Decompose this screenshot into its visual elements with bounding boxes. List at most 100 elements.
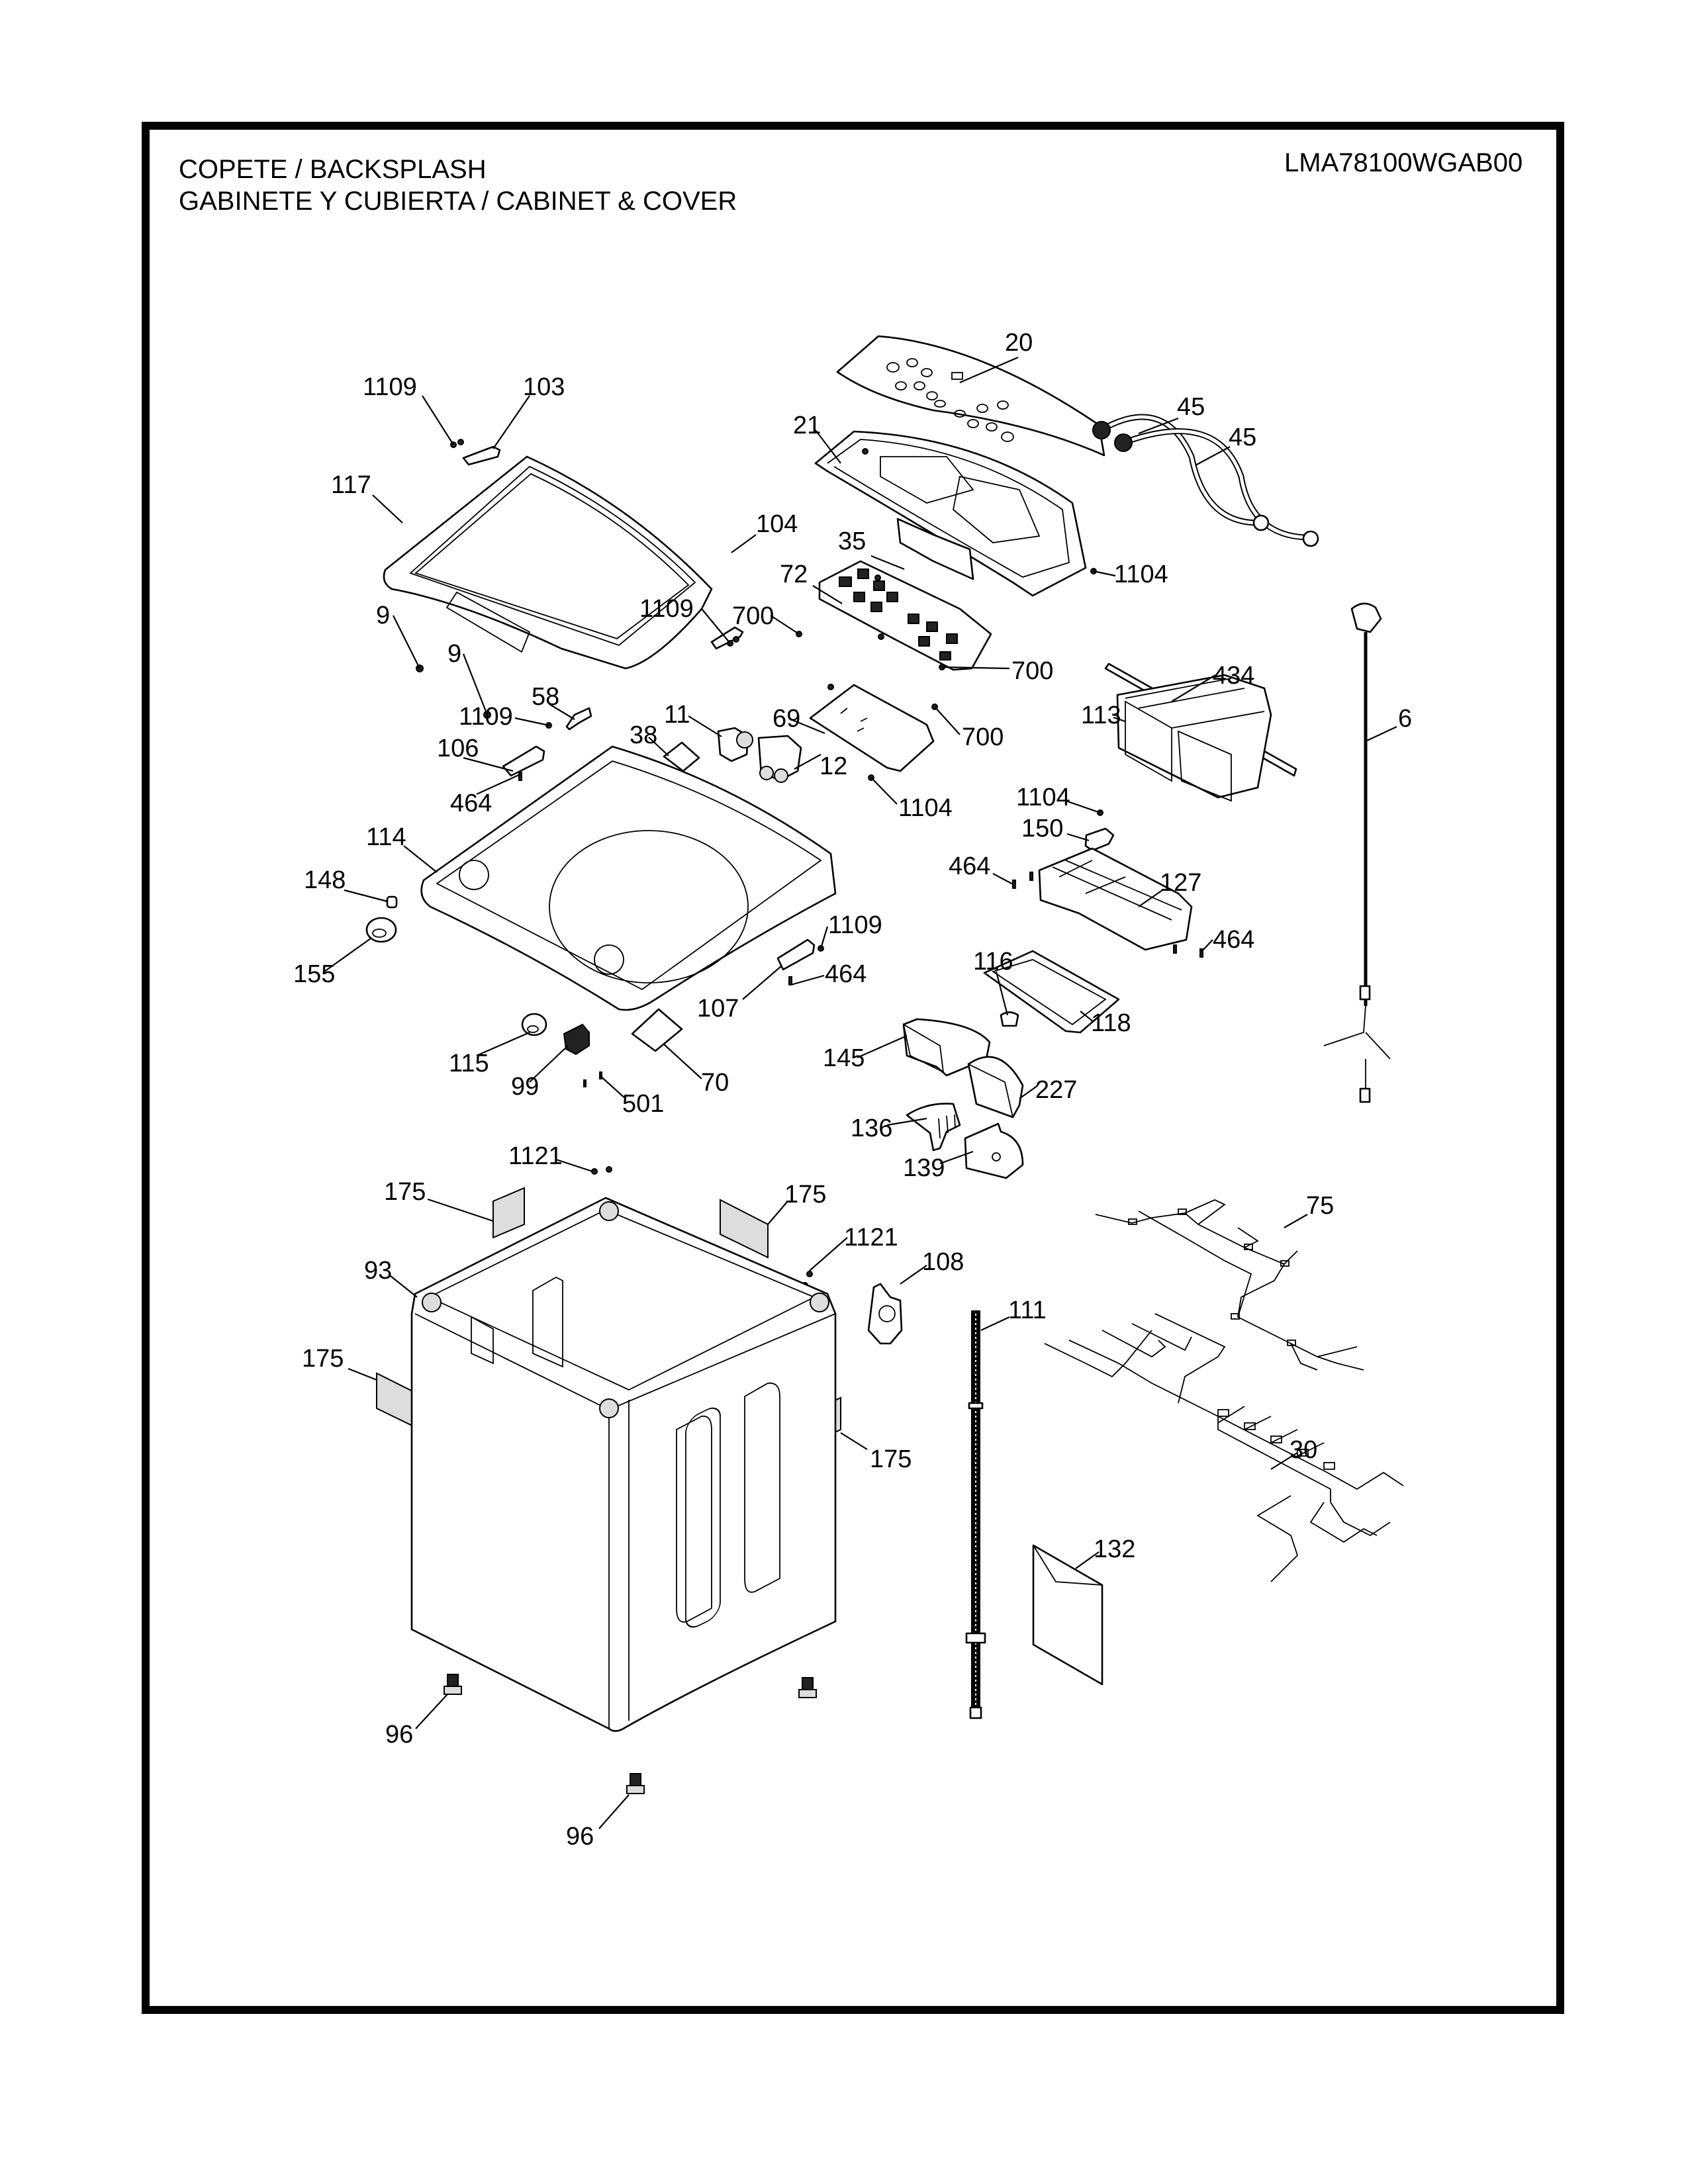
bracket-108-drawing [867, 1283, 903, 1345]
wire-harness-30-drawing [1044, 1313, 1404, 1582]
dispenser-frame-drawing [1038, 847, 1193, 951]
leader-line [812, 585, 843, 604]
leader-line [886, 1117, 927, 1126]
leader-line [463, 756, 514, 772]
cabinet-drawing [410, 1197, 837, 1732]
leader-line [870, 777, 898, 805]
callout-lid-hinge-right: 104 [731, 510, 798, 553]
drawer-227-drawing [967, 1056, 1024, 1118]
siphon-136-drawing [906, 1103, 961, 1152]
part-number-label: 20 [1005, 329, 1033, 357]
leader-line [403, 845, 438, 873]
wire-harness-75-drawing [1095, 1199, 1364, 1371]
part-number-label: 464 [1213, 926, 1254, 954]
callout-screw: 464 [1199, 926, 1254, 954]
callout-power-cord: 6 [1365, 705, 1412, 742]
callout-lid-hinge-left: 103 [492, 373, 565, 449]
callout-pcb-cover: 69 [773, 705, 825, 735]
leader-line [372, 494, 403, 523]
callout-lid-assembly: 117 [331, 471, 403, 523]
part-number-label: 108 [922, 1248, 964, 1276]
callout-clip: 150 [1021, 815, 1090, 842]
callout-dispenser-tray: 118 [1080, 1009, 1131, 1037]
leader-line [870, 555, 905, 570]
hinge-bracket-left-drawing [502, 745, 545, 777]
callout-control-panel-overlay: 20 [959, 329, 1033, 384]
part-number-label: 464 [949, 852, 990, 880]
part-number-label: 700 [732, 602, 774, 630]
callout-water-valve-double: 12 [794, 752, 847, 780]
callout-siphon-cover: 139 [903, 1150, 974, 1182]
part-number-label: 1104 [1016, 784, 1070, 811]
part-number-label: 70 [701, 1069, 729, 1097]
water-valve-single-drawing [717, 727, 753, 762]
diagram-frame [142, 122, 1564, 2014]
leader-line [1066, 833, 1090, 842]
part-number-label: 150 [1021, 815, 1063, 842]
label-38-drawing [663, 741, 700, 772]
part-number-label: 45 [1177, 393, 1205, 421]
callout-bracket: 108 [900, 1248, 964, 1285]
leader-line [1284, 1214, 1308, 1228]
cap-148-drawing [386, 895, 398, 909]
part-number-label: 35 [838, 527, 866, 555]
callout-dispenser-housing: 113 [1081, 702, 1126, 729]
leader-line [555, 1158, 593, 1173]
callout-water-valve-single: 11 [664, 701, 722, 737]
part-number-label: 111 [1008, 1297, 1047, 1324]
callout-cap: 148 [304, 866, 388, 903]
part-number-label: 700 [1011, 657, 1053, 685]
top-cover-drawing [420, 745, 837, 1011]
leader-line [959, 356, 1019, 384]
leader-line [393, 615, 420, 669]
leader-line [427, 1198, 494, 1222]
part-number-label: 6 [1398, 705, 1412, 733]
lid-hinge-left-drawing [462, 445, 501, 466]
part-number-label: 1109 [363, 373, 417, 401]
part-number-label: 99 [511, 1073, 539, 1101]
callout-screw: 1109 [820, 911, 882, 949]
callout-screw: 1121 [508, 1142, 593, 1173]
leader-line [598, 1794, 630, 1829]
callout-label: 70 [663, 1044, 729, 1097]
callout-top-cover: 114 [366, 823, 438, 873]
model-number: LMA78100WGAB00 [1284, 148, 1523, 177]
dispenser-tray-drawing [983, 950, 1120, 1034]
leader-line [941, 666, 1010, 670]
leader-line [390, 1275, 418, 1298]
part-number-label: 175 [784, 1181, 826, 1208]
leader-line [663, 1044, 702, 1079]
part-number-label: 69 [773, 705, 800, 733]
part-number-label: 58 [532, 683, 559, 711]
part-number-label: 96 [566, 1823, 594, 1850]
callout-tube: 434 [1171, 662, 1254, 702]
leader-line [701, 608, 731, 644]
part-number-label: 1109 [459, 703, 513, 731]
part-number-label: 148 [304, 866, 346, 894]
callout-screw: 1104 [1016, 784, 1101, 814]
part-number-label: 113 [1081, 702, 1121, 729]
leader-line [857, 1034, 908, 1059]
dispenser-housing-drawing [1116, 674, 1272, 802]
bumpers-drawing [416, 664, 491, 719]
section-title-cabinet-cover: GABINETE Y CUBIERTA / CABINET & COVER [179, 187, 737, 216]
part-number-label: 103 [523, 373, 565, 401]
part-number-label: 116 [973, 948, 1013, 976]
leader-line [348, 1367, 377, 1381]
callout-backsplash-housing: 21 [793, 412, 841, 464]
part-number-label: 227 [1035, 1076, 1077, 1104]
callout-screw: 1109 [459, 703, 549, 731]
leader-line [731, 534, 757, 553]
display-window-drawing [896, 518, 974, 580]
leader-line [992, 873, 1013, 885]
leader-line [1113, 716, 1126, 723]
lid-hinge-right-drawing [710, 626, 744, 650]
callout-lid-lock: 99 [511, 1045, 569, 1101]
siphon-cover-drawing [964, 1122, 1024, 1179]
leveling-legs-drawing [444, 1674, 817, 1794]
callout-screw: 464 [450, 773, 521, 817]
part-number-label: 1109 [639, 595, 694, 623]
callout-hinge-bracket-left: 106 [437, 735, 514, 772]
